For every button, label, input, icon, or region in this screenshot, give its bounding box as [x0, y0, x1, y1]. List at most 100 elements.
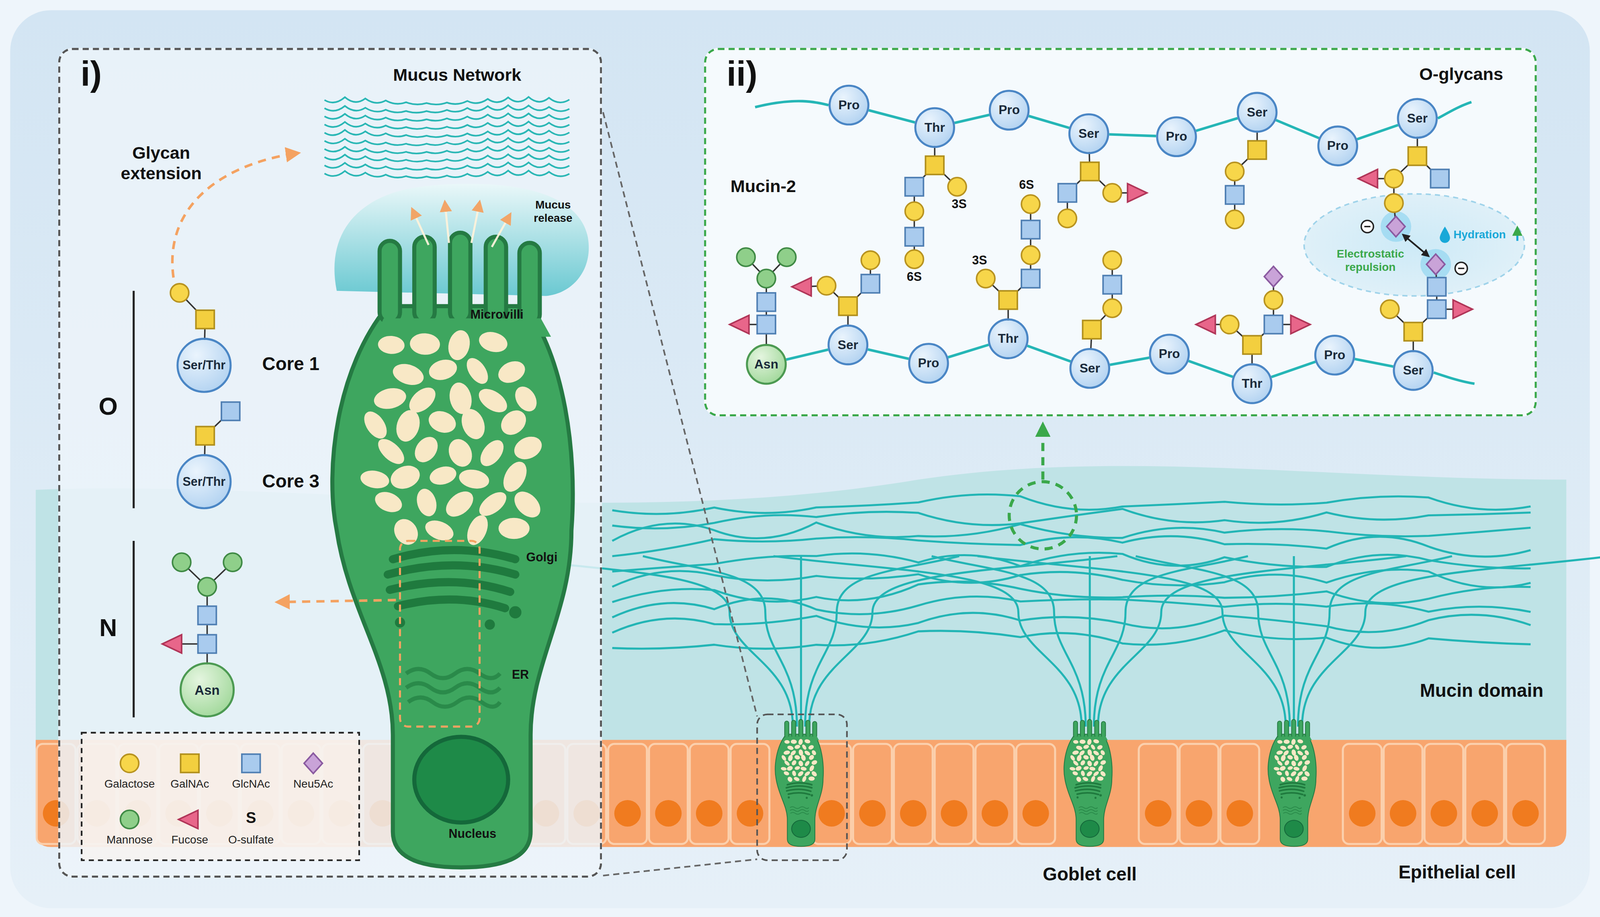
g-graphic [324, 96, 570, 179]
glcnac-symbol [241, 754, 261, 773]
mucin-fiber [612, 508, 1531, 528]
mucus-strand [324, 170, 570, 179]
galactose-symbol [1225, 162, 1244, 181]
backbone-link [868, 110, 915, 123]
epithelial-cell [1220, 743, 1260, 844]
galactose-symbol [947, 177, 967, 197]
residue-label: Thr [997, 331, 1019, 346]
galnac-symbol [1403, 322, 1423, 341]
fucose-symbol [1127, 183, 1147, 203]
galnac-symbol [180, 754, 199, 773]
galactose-symbol [1380, 300, 1400, 319]
amino-acid-circle: Ser/Thr [176, 454, 232, 510]
use-graphic [1268, 719, 1317, 847]
residue-label: Asn [194, 682, 220, 698]
backbone-link [1354, 358, 1394, 367]
epithelial-cell [1138, 743, 1178, 844]
g-graphic [120, 752, 323, 829]
mucin-fiber [612, 612, 1531, 633]
line-graphic [1041, 424, 1045, 480]
backbone-link [1027, 345, 1071, 362]
mucus-strand [324, 154, 570, 162]
text-label: ER [511, 668, 529, 683]
line-graphic [603, 859, 758, 876]
mucin-strand [931, 556, 1086, 727]
epithelial-cell [1342, 743, 1382, 844]
neu5ac-symbol [1426, 253, 1445, 275]
cell-nucleus [1471, 800, 1498, 827]
galactose-symbol [905, 202, 924, 221]
cell-nucleus [614, 800, 641, 827]
text-label: 3S [951, 198, 967, 213]
neu5ac-symbol [1264, 266, 1283, 287]
fucose-symbol [1358, 169, 1378, 189]
backbone-link [1028, 116, 1070, 129]
cell-nucleus [900, 800, 927, 827]
galactose-symbol [1102, 251, 1122, 270]
amino-acid-circle: Thr [914, 107, 956, 149]
fucose-symbol [729, 315, 749, 334]
residue-label: Ser [1078, 126, 1099, 142]
residue-label: Pro [838, 98, 860, 113]
circle-graphic [1454, 262, 1468, 275]
glcnac-symbol [1430, 169, 1449, 189]
epithelial-cell [648, 743, 688, 844]
galactose-symbol [1264, 290, 1283, 310]
backbone-link [1196, 118, 1238, 131]
galactose-symbol [1220, 315, 1239, 334]
backbone-link [1108, 134, 1157, 136]
galactose-symbol [1384, 169, 1404, 189]
amino-acid-circle: Thr [1231, 363, 1273, 405]
mucus-strand [324, 137, 570, 146]
cell-nucleus [736, 800, 764, 827]
mucin-strand [1088, 556, 1091, 727]
path-graphic [471, 202, 480, 244]
residue-label: Ser [837, 337, 859, 353]
galactose-symbol [1021, 245, 1040, 265]
residue-label: Ser [1079, 361, 1101, 376]
galactose-symbol [120, 754, 140, 773]
galnac-symbol [196, 310, 215, 329]
cell-nucleus [818, 800, 846, 827]
legend-text: GlcNAc [231, 777, 271, 790]
glcnac-symbol [198, 634, 217, 654]
glcnac-symbol [1021, 220, 1040, 240]
line-graphic [132, 540, 135, 718]
legend-text: Mannose [106, 833, 153, 847]
glcnac-symbol [1021, 269, 1040, 288]
cell-nucleus [1389, 800, 1417, 827]
galnac-symbol [196, 426, 215, 446]
residue-label: Pro [1327, 138, 1349, 154]
galnac-symbol [1080, 162, 1099, 181]
mucin-strand [1297, 556, 1452, 727]
mucin-strand [805, 556, 960, 727]
cell-nucleus [654, 800, 682, 827]
text-label: Mucin domain [1419, 680, 1544, 702]
residue-label: Ser/Thr [182, 358, 226, 373]
glcnac-symbol [1102, 275, 1122, 295]
glcnac-symbol [905, 227, 924, 246]
galnac-symbol [1408, 147, 1427, 166]
cell-nucleus [981, 800, 1009, 827]
mucus-strand [324, 129, 570, 138]
glcnac-symbol [1058, 183, 1077, 203]
ellipse-graphic [1304, 194, 1525, 297]
g-graphic [412, 202, 511, 248]
galactose-symbol [976, 269, 995, 288]
residue-label: Pro [1166, 129, 1188, 145]
epithelial-cell [853, 743, 893, 844]
epithelial-cell [1179, 743, 1219, 844]
path-graphic [1439, 226, 1450, 244]
text-label: Glycan extension [105, 143, 218, 184]
glcnac-symbol [1427, 300, 1447, 319]
panel-frame: ii)ProThrProSerProSerProSerAsnSerProThrS… [703, 47, 1537, 417]
amino-acid-circle: Pro [1317, 125, 1359, 167]
panel-heading: i) [80, 54, 103, 95]
text-label: Epithelial cell [1398, 861, 1516, 884]
text-label: O-glycans [1419, 64, 1504, 85]
asparagine-circle: Asn [745, 343, 787, 385]
legend-text: Fucose [171, 833, 209, 847]
use-graphic [1063, 719, 1113, 847]
